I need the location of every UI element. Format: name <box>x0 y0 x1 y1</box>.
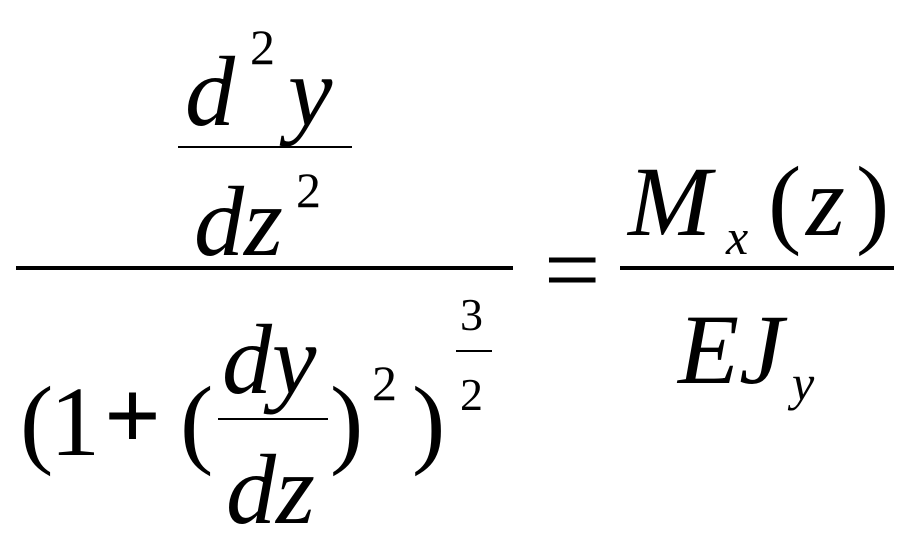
rhs-subscript-y: y <box>792 355 815 411</box>
open-paren: ( <box>20 366 54 477</box>
rhs-open-paren: ( <box>768 146 802 257</box>
numerator-exponent: 2 <box>250 19 275 75</box>
numerator-y: y <box>288 36 333 147</box>
rhs-close-paren: ) <box>856 146 890 257</box>
inner-dz: dz <box>226 434 315 545</box>
rhs-subscript-x: x <box>726 209 749 265</box>
numerator-dz: dz <box>194 166 283 277</box>
main-fraction-bar-right <box>620 266 894 270</box>
open-paren-inner: ( <box>180 366 214 477</box>
outer-exponent-denominator: 2 <box>460 369 483 420</box>
equals-sign: = <box>544 214 601 325</box>
outer-exponent-bar <box>456 350 492 352</box>
close-paren: ) <box>412 366 446 477</box>
inner-fraction-bar <box>178 146 352 148</box>
dy-dz-fraction-bar <box>218 418 328 420</box>
rhs-z: z <box>806 146 845 257</box>
plus-sign: + <box>104 360 161 471</box>
numerator-d: d <box>185 36 235 147</box>
close-paren-inner: ) <box>330 366 364 477</box>
numerator-dz-exponent: 2 <box>296 162 321 218</box>
rhs-M: M <box>628 146 712 257</box>
outer-exponent-numerator: 3 <box>460 289 483 340</box>
inner-dy: dy <box>222 304 317 415</box>
one: 1 <box>50 366 100 477</box>
inner-exponent: 2 <box>372 355 397 411</box>
main-fraction-bar-left <box>16 266 513 270</box>
rhs-EJ: EJ <box>678 294 784 405</box>
